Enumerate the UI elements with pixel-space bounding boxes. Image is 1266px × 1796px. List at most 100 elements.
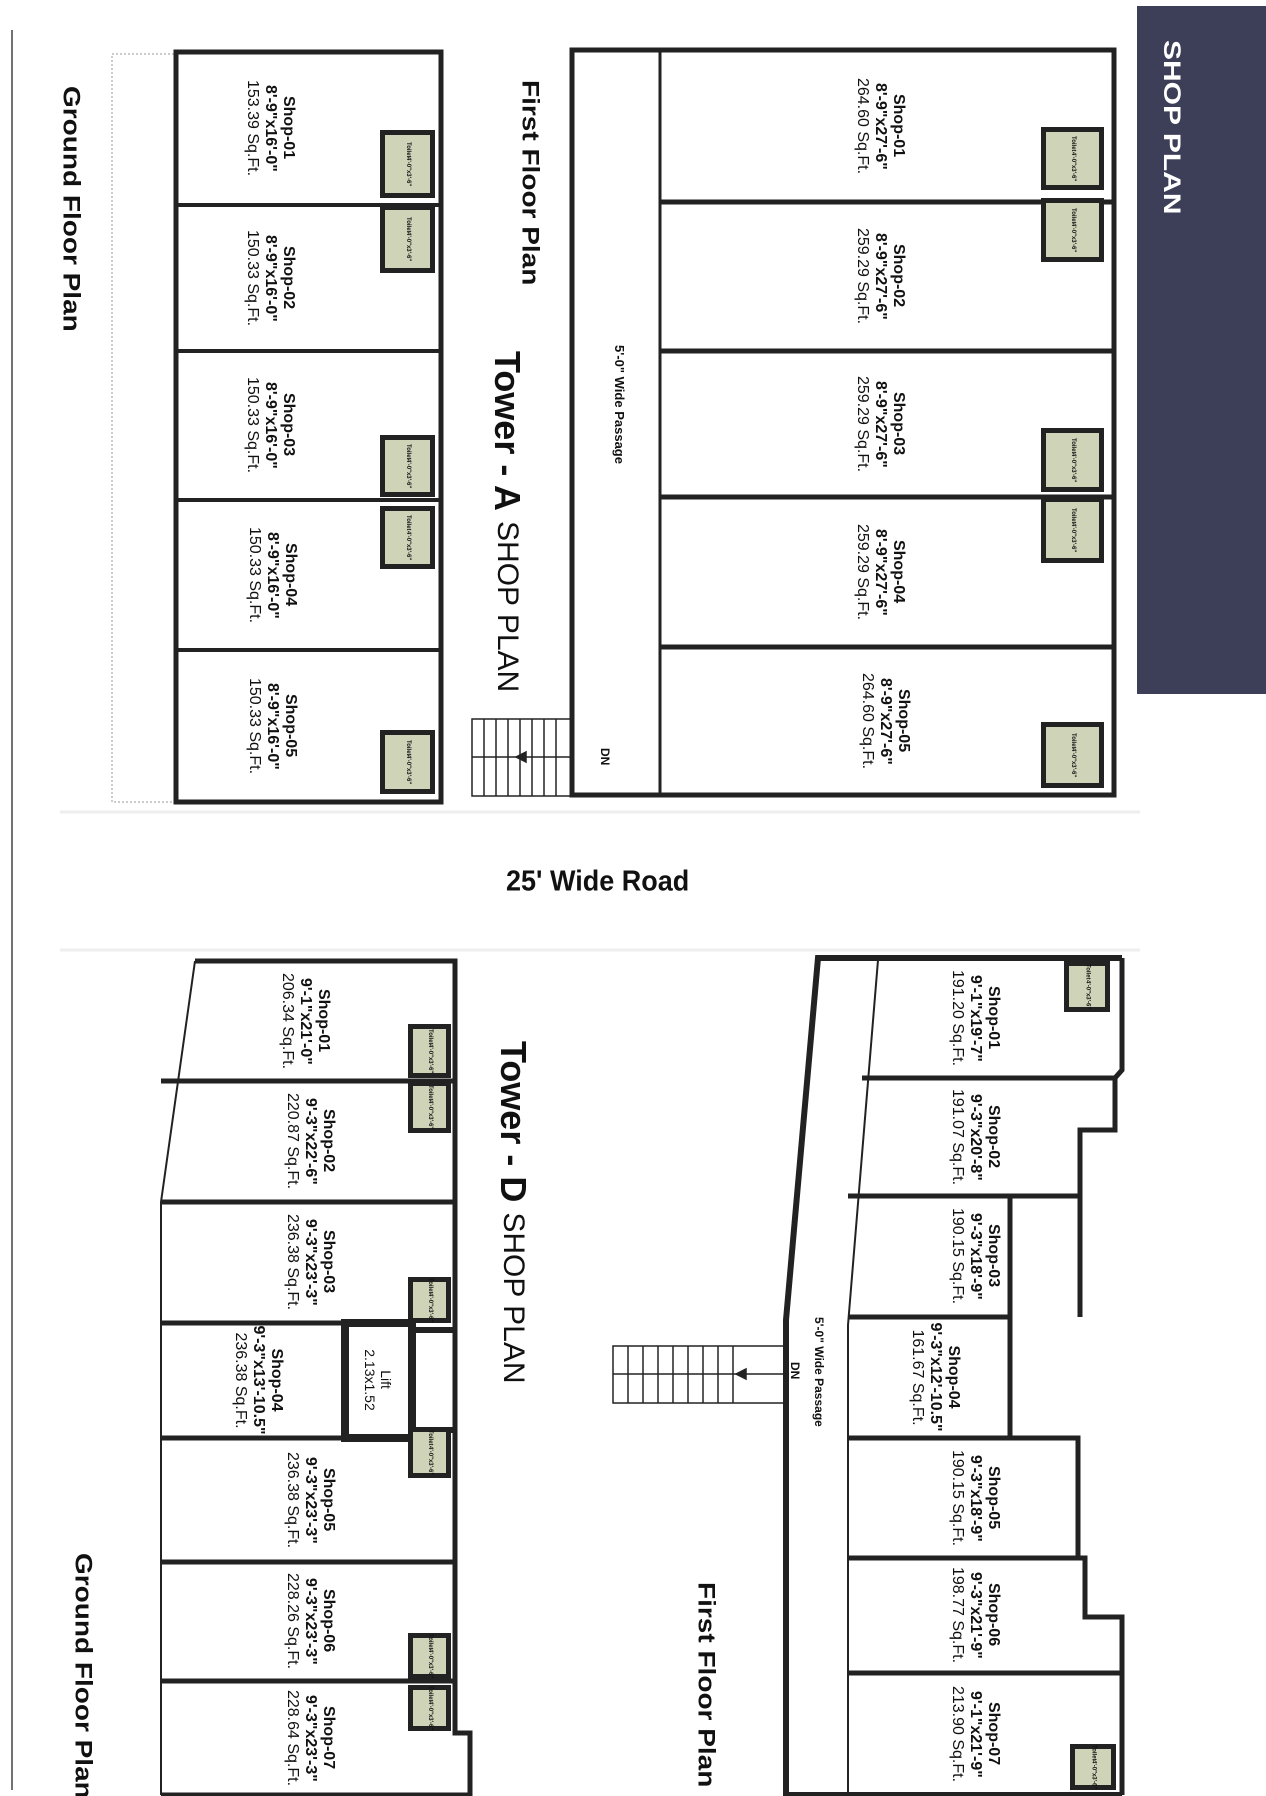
toilet-label: Toilet [405, 739, 411, 756]
shop-size: 8'-9"x16'-0" [262, 381, 279, 469]
toilet-size: 4'-0"x3'-6" [1084, 979, 1091, 1009]
shop-size: 9'-3"x23'-3" [302, 1218, 319, 1306]
toilet-size: 4'-0"x3'-6" [1090, 1760, 1097, 1790]
shop-size: 8'-9"x16'-0" [262, 234, 279, 322]
shop-area: 150.33 Sq.Ft. [244, 229, 261, 327]
tower-a-stairs [471, 718, 573, 797]
shop-area: 213.90 Sq.Ft. [949, 1685, 966, 1783]
shop-area: 150.33 Sq.Ft. [246, 677, 263, 775]
shop-size: 9'-3"x21'-9" [967, 1571, 984, 1659]
toilet-label: Toilet [405, 515, 411, 531]
toilet-size: 4'-0"x3'-6" [405, 157, 411, 187]
banner [1137, 6, 1266, 694]
toilet-label: Toilet [427, 1633, 433, 1650]
tower-d-passage-label: 5'-0" Wide Passage [812, 1317, 826, 1427]
shop-name: Shop-07 [985, 1702, 1002, 1766]
tower-d-ground-floor-walls [160, 958, 473, 1796]
shop-name: Shop-02 [890, 244, 907, 308]
toilet-label: Toilet [427, 1084, 433, 1101]
shop-name: Shop-02 [985, 1105, 1002, 1169]
tower-a-title-rest: SHOP PLAN [491, 521, 524, 693]
shop-size: 8'-9"x16'-0" [264, 531, 281, 619]
shop-name: Shop-01 [985, 986, 1002, 1050]
tower-d-ground-floor-label: Ground Floor Plan [70, 1553, 97, 1796]
shop-size: 9'-3"x20'-8" [967, 1093, 984, 1181]
lift-size: 2.13x1.52 [362, 1349, 378, 1411]
toilet-label: Toilet [405, 443, 411, 460]
shop-name: Shop-03 [320, 1230, 337, 1294]
shop-size: 8'-9"x27'-6" [872, 528, 889, 616]
toilet-label: Toilet [427, 1430, 433, 1446]
shop-name: Shop-05 [895, 689, 912, 753]
tower-d-first-floor-walls [783, 955, 1125, 1796]
shop-area: 153.39 Sq.Ft. [244, 79, 261, 177]
shop-area: 161.67 Sq.Ft. [909, 1328, 926, 1426]
toilet-size: 4'-0"x3'-6" [427, 1701, 433, 1731]
shop-size: 9'-1"x19'-7" [967, 974, 984, 1062]
shop-name: Shop-01 [280, 96, 297, 160]
shop-size: 9'-3"x13'-10.5" [250, 1325, 267, 1435]
shop-area: 150.33 Sq.Ft. [246, 526, 263, 624]
toilet-size: 4'-0"x3'-6" [427, 1044, 433, 1074]
toilet-label: Toilet [405, 141, 411, 158]
shop-name: Shop-01 [315, 989, 332, 1053]
toilet-size: 4'-0"x3'-6" [405, 232, 411, 262]
toilet-label: Toilet [1070, 732, 1076, 749]
toilet-size: 4'-0"x3'-6" [405, 459, 411, 489]
shop-size: 9'-3"x23'-3" [302, 1577, 319, 1665]
tower-d-title: Tower - D SHOP PLAN [492, 1041, 534, 1384]
shop-size: 8'-9"x27'-6" [877, 677, 894, 765]
toilet-size: 4'-0"x3'-6" [405, 530, 411, 560]
tower-d-stairs [612, 1345, 787, 1404]
shop-name: Shop-01 [890, 94, 907, 158]
tower-a-ground-floor-walls [111, 49, 444, 805]
shop-size: 8'-9"x27'-6" [872, 82, 889, 170]
toilet-size: 4'-0"x3'-6" [1070, 223, 1076, 253]
shop-size: 8'-9"x16'-0" [264, 682, 281, 770]
banner-title: SHOP PLAN [1158, 40, 1185, 215]
shop-area: 150.33 Sq.Ft. [244, 376, 261, 474]
toilet-size: 4'-0"x3'-6" [1070, 151, 1076, 181]
shop-name: Shop-04 [268, 1348, 285, 1412]
tower-d-title-bold: Tower - D [493, 1041, 534, 1203]
shop-size: 9'-3"x22'-6" [302, 1097, 319, 1185]
shop-area: 236.38 Sq.Ft. [284, 1213, 301, 1311]
shop-size: 9'-3"x23'-3" [302, 1456, 319, 1544]
toilet-label: Toilet [1070, 207, 1076, 224]
shop-area: 259.29 Sq.Ft. [854, 523, 871, 621]
shop-name: Shop-05 [320, 1468, 337, 1532]
shop-name: Shop-06 [320, 1589, 337, 1653]
shop-size: 8'-9"x27'-6" [872, 232, 889, 320]
shop-size: 9'-3"x18'-9" [967, 1212, 984, 1300]
toilet-size: 4'-0"x3'-6" [405, 755, 411, 785]
toilet-size: 4'-0"x3'-6" [427, 1293, 433, 1323]
toilet-label: Toilet [405, 216, 411, 233]
